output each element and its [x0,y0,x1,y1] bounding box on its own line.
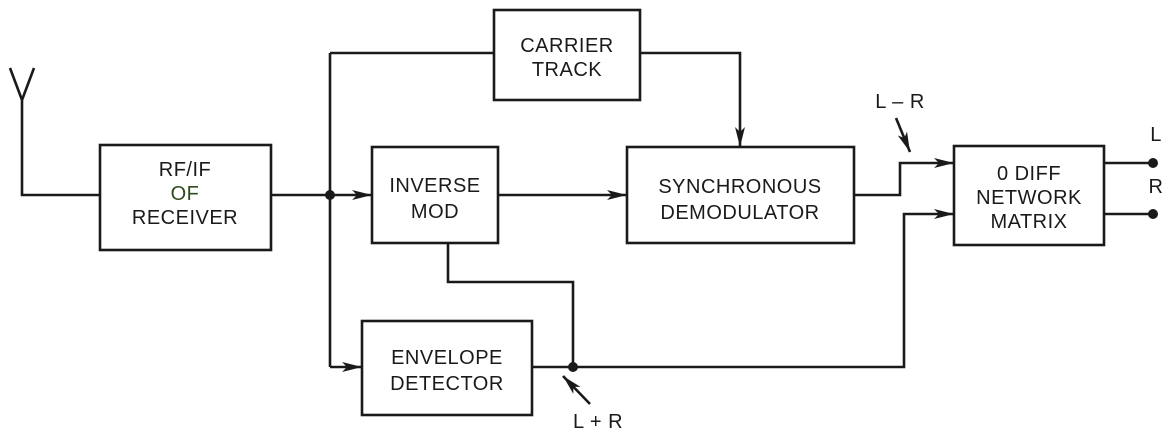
receiver-block: RF/IF OF RECEIVER [98,143,273,252]
antenna-icon [8,67,100,197]
envelope-detector-block: ENVELOPE DETECTOR [360,319,534,417]
left-output-terminal [1148,158,1158,168]
sync-demod-block: SYNCHRONOUS DEMODULATOR [625,145,856,245]
sync-demod-label-line2: DEMODULATOR [660,202,819,224]
sum-pointer [562,375,591,405]
carrier-track-label-line2: TRACK [532,59,602,81]
sum-signal-wire [532,209,954,369]
network-matrix-block: 0 DIFF NETWORK MATRIX [952,144,1106,247]
difference-signal-label: L – R [875,91,925,113]
receiver-label-line1: RF/IF [159,159,212,181]
network-matrix-label-line3: MATRIX [990,211,1067,233]
sync-demod-label-line1: SYNCHRONOUS [658,176,821,198]
receiver-label-line2: OF [171,183,200,205]
inverse-mod-to-sum-wire [446,243,575,367]
envelope-detector-label-line1: ENVELOPE [391,347,503,369]
network-matrix-label-line1: 0 DIFF [997,163,1061,185]
network-matrix-label-line2: NETWORK [976,187,1082,209]
junction-dot [325,190,335,200]
sum-junction-dot [568,362,578,372]
envelope-detector-label-line2: DETECTOR [390,373,504,395]
carrier-track-label-line1: CARRIER [520,35,614,57]
difference-signal-wire [854,158,954,197]
carrier-track-to-demod-wire [640,51,745,147]
left-output-label: L [1150,124,1162,146]
receiver-label-line3: RECEIVER [132,207,238,229]
right-output-label: R [1149,176,1164,198]
sum-signal-label: L + R [573,411,623,433]
carrier-track-block: CARRIER TRACK [492,8,642,102]
inverse-mod-block: INVERSE MOD [370,145,500,245]
difference-pointer [894,117,912,153]
inverse-mod-label-line2: MOD [411,201,459,223]
right-output-terminal [1148,209,1158,219]
inverse-mod-label-line1: INVERSE [389,175,480,197]
